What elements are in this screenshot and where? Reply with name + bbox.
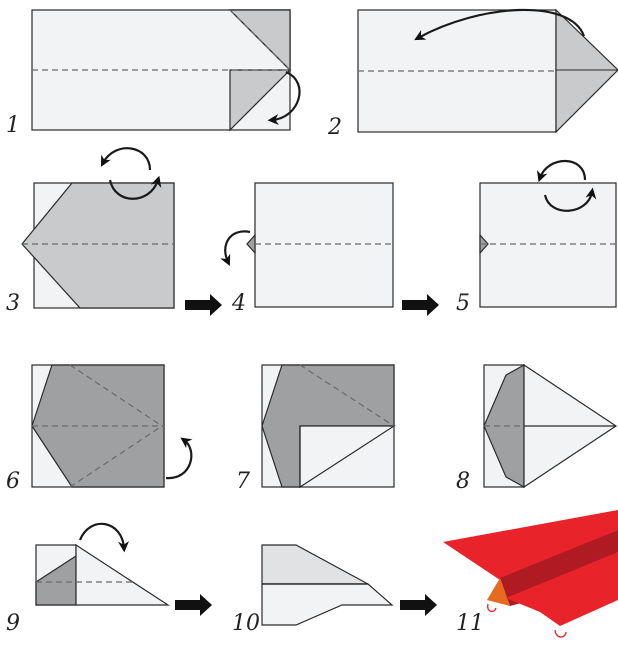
- step-10: 10: [232, 544, 394, 636]
- step-1: 1: [6, 9, 301, 138]
- plane-body-orange: [487, 578, 510, 606]
- step-9: 9: [6, 522, 171, 636]
- step-6-number: 6: [6, 469, 20, 494]
- step-2: 2: [327, 8, 618, 140]
- flow-arrow-icon: [402, 294, 439, 316]
- step-2-paper: [357, 9, 557, 133]
- fold-arrow-icon: [414, 8, 586, 41]
- step-2-number: 2: [327, 115, 342, 140]
- step-2-point: [555, 8, 618, 134]
- step-9-wing: [75, 543, 171, 606]
- step-11-paper-plane: 11: [443, 510, 618, 638]
- step-6: 6: [6, 364, 193, 494]
- rotate-arrow-icon: [536, 159, 587, 183]
- rotate-arrow-icon: [543, 187, 597, 212]
- step-3: 3: [6, 147, 175, 316]
- step-1-number: 1: [6, 113, 20, 138]
- step-8-number: 8: [456, 469, 470, 494]
- step-4-tip: [246, 233, 256, 255]
- step-10-body: [261, 583, 394, 626]
- step-7-number: 7: [236, 469, 250, 494]
- step-8: 8: [456, 363, 618, 494]
- step-5: 5: [456, 159, 617, 316]
- step-11-number: 11: [456, 611, 484, 636]
- flow-arrow-icon: [175, 594, 212, 616]
- step-9-number: 9: [6, 611, 20, 636]
- fold-arrow-icon: [220, 230, 251, 266]
- step-10-wing-top: [261, 544, 369, 585]
- fold-arrow-icon: [267, 70, 301, 126]
- flow-arrow-icon: [400, 594, 437, 616]
- plane-left-wing: [443, 510, 618, 580]
- step-3-number: 3: [6, 291, 20, 316]
- step-1-bottom-flap: [229, 69, 292, 132]
- plane-right-wing: [506, 552, 618, 626]
- fold-arrow-icon: [165, 437, 193, 480]
- flow-arrow-icon: [185, 294, 222, 316]
- fold-arrow-icon: [78, 522, 130, 553]
- step-4-paper: [254, 182, 394, 308]
- step-5-number: 5: [456, 291, 470, 316]
- step-4-number: 4: [231, 291, 246, 316]
- rotate-arrow-icon: [100, 147, 152, 171]
- step-10-number: 10: [232, 611, 260, 636]
- plane-body-shadow: [500, 530, 618, 606]
- rotate-arrow-icon: [108, 175, 162, 200]
- step-7: 7: [236, 364, 397, 494]
- step-4: 4: [220, 182, 394, 316]
